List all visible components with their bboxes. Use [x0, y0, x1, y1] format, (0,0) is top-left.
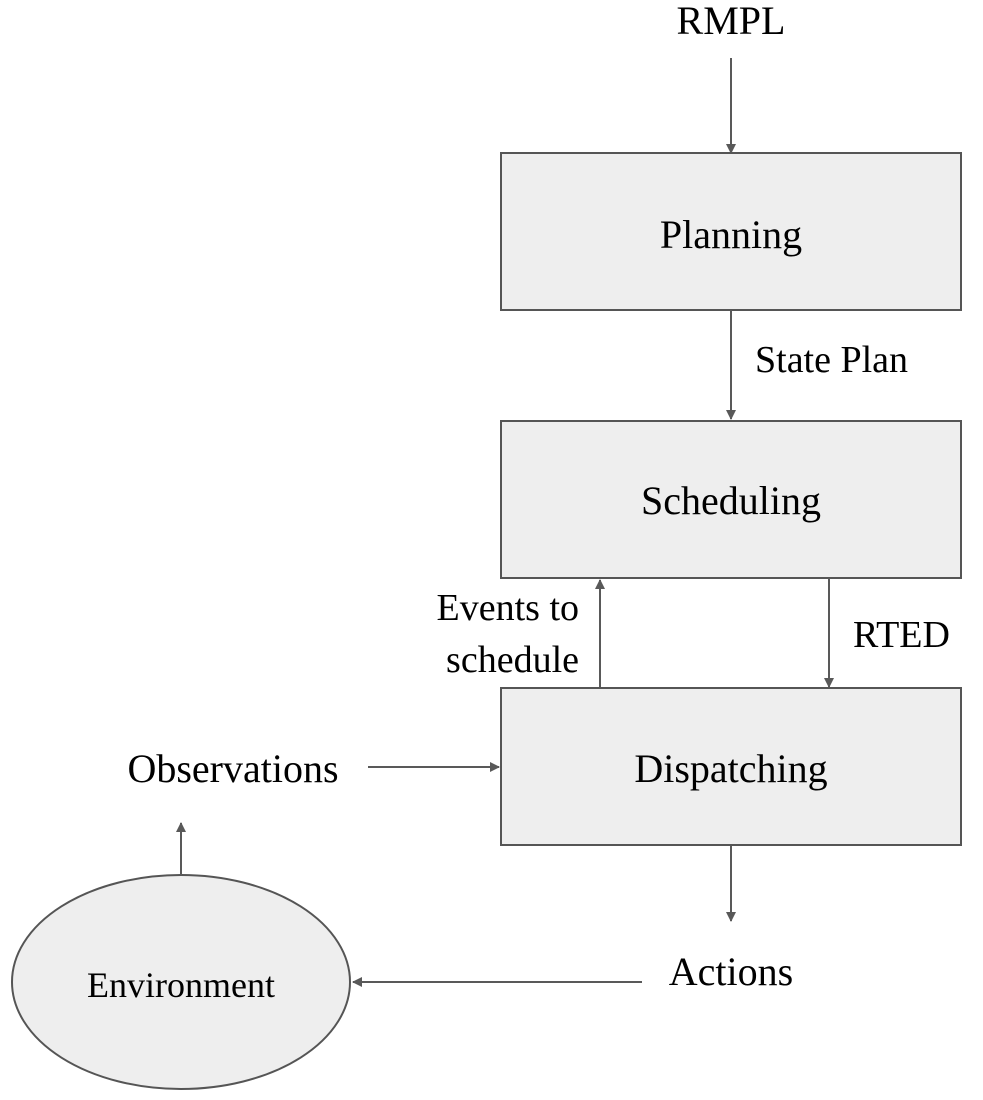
environment-label: Environment [87, 965, 275, 1005]
observations-label: Observations [127, 746, 338, 791]
scheduling-box [500, 420, 962, 579]
actions-label: Actions [669, 949, 793, 994]
environment-node[interactable]: Environment [11, 874, 351, 1090]
rmpl-label: RMPL [677, 0, 786, 43]
planning-node[interactable]: Planning [500, 152, 962, 311]
events-to-schedule-label-line1: Events to [437, 587, 579, 629]
dispatching-box [500, 687, 962, 846]
state-plan-label: State Plan [755, 339, 908, 381]
scheduling-node[interactable]: Scheduling [500, 420, 962, 579]
rted-label: RTED [853, 614, 950, 656]
planning-label: Planning [660, 212, 802, 257]
dispatching-node[interactable]: Dispatching [500, 687, 962, 846]
scheduling-label: Scheduling [641, 478, 821, 523]
dispatching-label: Dispatching [634, 746, 827, 791]
events-to-schedule-label-line2: schedule [446, 639, 579, 681]
